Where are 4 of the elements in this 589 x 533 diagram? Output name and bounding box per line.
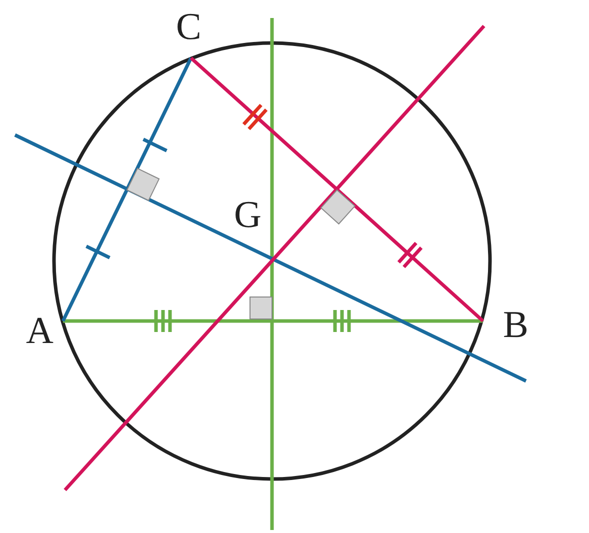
point-label: G — [234, 196, 262, 234]
point-label: C — [176, 8, 202, 46]
point-label: B — [503, 306, 528, 344]
point-label: A — [26, 312, 54, 350]
